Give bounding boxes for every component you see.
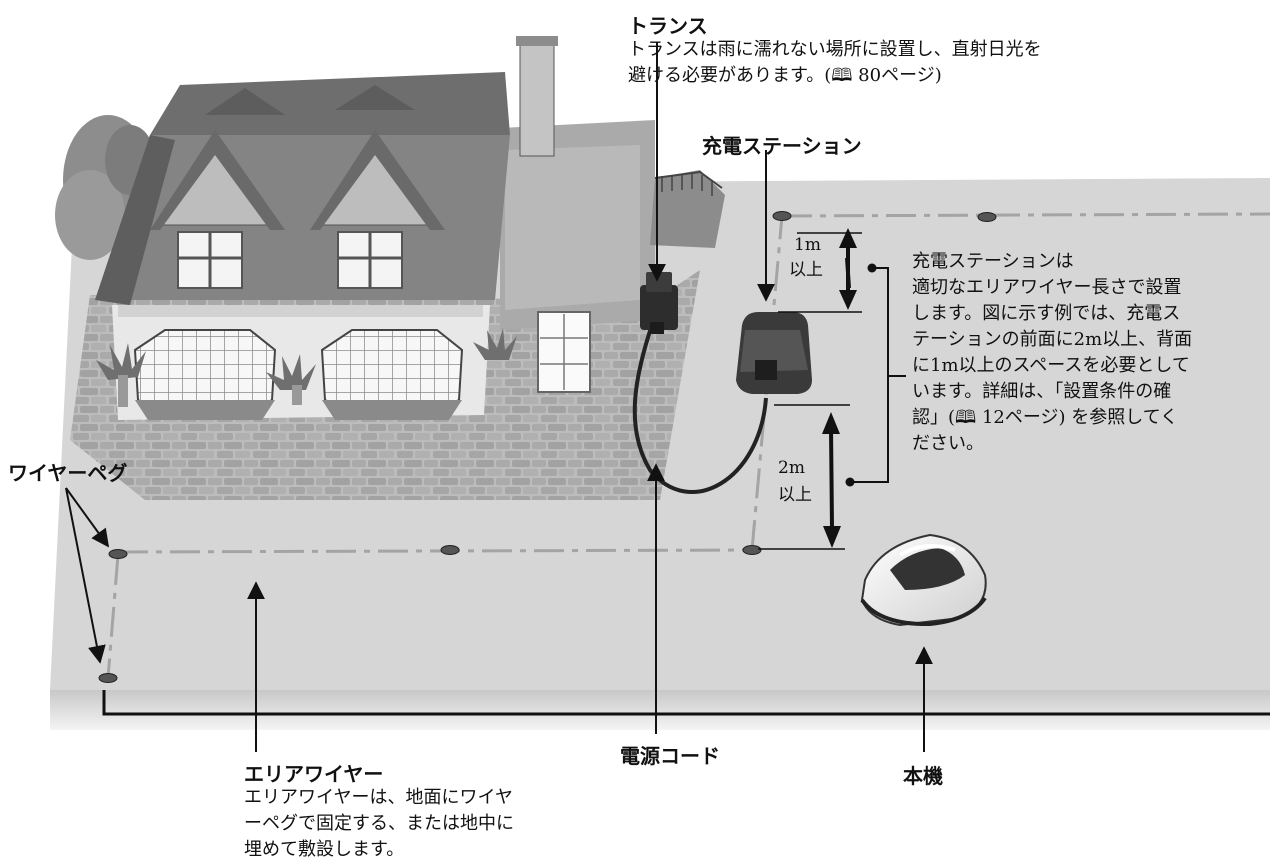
charging-station-illustration (736, 312, 812, 394)
rear-clearance-value: 1m (794, 235, 821, 255)
terrace (650, 170, 725, 248)
area-wire-description: エリアワイヤーは、地面にワイヤ ーペグで固定する、または地中に 埋めて敷設します… (244, 787, 514, 860)
transformer-illustration (632, 272, 768, 494)
transformer-title: トランス (628, 14, 708, 38)
house-illustration (55, 36, 725, 500)
wire-peg-icon (98, 673, 118, 683)
front-clearance-value: 2m (778, 458, 805, 478)
wire-peg-icon (742, 545, 762, 555)
wire-peg-title: ワイヤーペグ (8, 461, 128, 485)
area-wire-title: エリアワイヤー (244, 762, 384, 786)
wire-peg-icon (108, 549, 128, 559)
bay-window-right (320, 329, 464, 420)
wire-peg-icon (772, 211, 792, 221)
front-clearance-suffix: 以上 (778, 485, 812, 505)
wire-peg-icon (440, 545, 460, 555)
charging-station-title: 充電ステーション (702, 134, 862, 158)
area-wire-edge (102, 690, 1270, 716)
wire-peg-icon (977, 212, 997, 222)
callout-lines (65, 42, 933, 752)
rear-clearance-suffix: 以上 (789, 260, 823, 280)
charging-station-description: 充電ステーションは 適切なエリアワイヤー長さで設置 します。図に示す例では、充電… (912, 251, 1193, 454)
dimension-arrowheads (822, 228, 857, 548)
robot-mower-illustration (860, 533, 987, 627)
bay-window-left (133, 329, 277, 420)
mower-title: 本機 (903, 764, 943, 788)
power-cord-title: 電源コード (620, 744, 720, 768)
dimension-lines (758, 232, 862, 550)
transformer-description: トランスは雨に濡れない場所に設置し、直射日光を 避ける必要があります。(🕮 80… (628, 39, 1042, 86)
callout-dots (845, 263, 877, 487)
wire-pegs (98, 211, 997, 683)
